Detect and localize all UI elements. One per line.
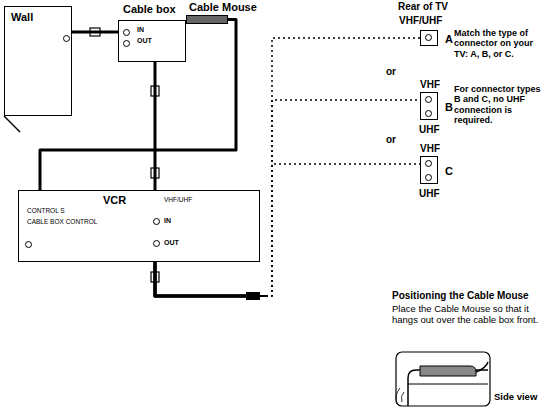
cable-line <box>266 38 420 296</box>
connector-letter: A <box>445 33 453 45</box>
jack-label: OUT <box>137 37 152 45</box>
figure-caption: Side view <box>494 392 544 403</box>
wall-panel: Wall <box>4 6 72 116</box>
cable-connector <box>64 32 118 33</box>
or-label: or <box>386 66 406 78</box>
note-text: For connector types B and C, no UHF conn… <box>454 84 544 125</box>
or-label: or <box>386 134 406 146</box>
side-view-figure <box>396 352 490 406</box>
device-name: VCR <box>103 194 126 206</box>
connector-label: VHF <box>420 79 440 90</box>
connector-label: UHF <box>419 188 440 199</box>
vcr-box: VCR CONTROL S CABLE BOX CONTROL VHF/UHF IN OU… <box>18 190 260 262</box>
cable-line <box>154 62 157 190</box>
wall-edge <box>4 116 20 132</box>
cable-connector <box>155 62 156 190</box>
wall-label: Wall <box>11 11 33 23</box>
tv-connector: VHF/UHFA <box>420 30 438 46</box>
connector-label: VHF/UHF <box>399 15 442 26</box>
tv-connector: VHFCUHF <box>420 156 438 184</box>
jack-socket <box>425 110 432 117</box>
jack-label: CONTROL S <box>27 207 65 214</box>
jack-socket <box>425 34 432 41</box>
jack-label: VHF/UHF <box>164 196 192 203</box>
note-text: Match the type of connector on your TV: … <box>454 28 544 59</box>
instruction-text: Place the Cable Mouse so that it hangs o… <box>392 304 542 326</box>
jack-socket <box>425 96 432 103</box>
tv-connector: VHFBUHF <box>420 92 438 120</box>
jack-socket <box>425 174 432 181</box>
cable-mouse: Cable Mouse <box>186 15 228 24</box>
device-name: Cable box <box>123 3 176 15</box>
cable-line <box>155 262 246 296</box>
jack-socket <box>63 35 70 42</box>
connector-label: VHF <box>420 143 440 154</box>
device-name: Cable Mouse <box>189 1 257 13</box>
cable-line <box>155 262 246 296</box>
jack-socket <box>123 40 130 47</box>
jack-label: IN <box>164 217 171 225</box>
cable-line <box>266 164 420 296</box>
section-heading: Positioning the Cable Mouse <box>392 290 544 302</box>
connector-letter: B <box>445 101 453 113</box>
plug-tip <box>260 295 266 297</box>
cable-plug <box>246 292 260 300</box>
jack-label: IN <box>137 26 144 34</box>
connector-label: UHF <box>419 124 440 135</box>
connector-letter: C <box>445 165 453 177</box>
jack-label: OUT <box>164 239 179 247</box>
jack-socket <box>425 160 432 167</box>
cable-line <box>155 262 246 296</box>
cable-line <box>266 100 420 296</box>
jack-socket <box>123 29 130 36</box>
jack-socket <box>25 241 32 248</box>
jack-socket <box>153 240 160 247</box>
jack-socket <box>153 218 160 225</box>
cable-line <box>64 31 118 34</box>
jack-label: CABLE BOX CONTROL <box>27 218 97 225</box>
heading-label: Rear of TV <box>398 1 478 13</box>
cable-box: Cable boxINOUT <box>118 20 186 62</box>
